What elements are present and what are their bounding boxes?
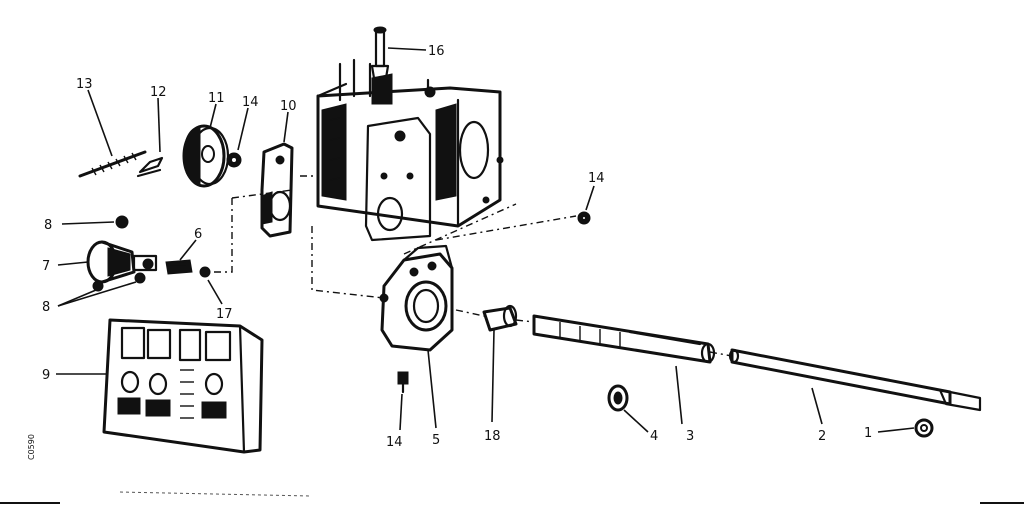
part-14-nut-top <box>226 152 242 168</box>
part-17-nut <box>199 266 211 278</box>
scan-edge-marks <box>0 491 1024 504</box>
part-16-terminal-screw <box>370 26 390 80</box>
label-part-4: 4 <box>650 429 658 444</box>
label-part-14-right: 14 <box>588 171 605 186</box>
part-5-mounting-bracket <box>379 244 454 352</box>
part-8-screw-top <box>115 215 129 229</box>
part-4-nut <box>607 384 629 412</box>
part-14-screw-right <box>577 211 591 225</box>
part-12-clip <box>136 156 164 178</box>
part-8-screws-lower <box>92 272 146 292</box>
part-1-washer <box>914 418 934 438</box>
part-10-bracket <box>260 142 294 238</box>
part-2-shaft <box>728 348 982 412</box>
label-part-5: 5 <box>432 433 440 448</box>
label-part-8-lower: 8 <box>42 300 50 315</box>
label-part-13: 13 <box>76 77 93 92</box>
part-14-screw-bottom <box>397 371 409 394</box>
part-7-knob <box>86 240 158 284</box>
part-labels: 13 12 11 14 10 16 8 7 8 6 17 9 14 14 5 1… <box>42 44 872 450</box>
label-part-14-bottom: 14 <box>386 435 403 450</box>
part-6-clip <box>165 259 193 275</box>
label-part-16: 16 <box>428 44 445 59</box>
label-part-10: 10 <box>280 99 297 114</box>
part-9-faceplate <box>102 318 264 454</box>
drawing-code: C0590 <box>27 434 36 460</box>
label-part-2: 2 <box>818 429 826 444</box>
leader-lines <box>56 47 915 433</box>
label-part-17: 17 <box>216 307 233 322</box>
label-part-12: 12 <box>150 85 167 100</box>
assembly-lines <box>210 175 733 357</box>
label-part-1: 1 <box>864 426 872 441</box>
label-part-11: 11 <box>208 91 225 106</box>
label-part-8-top: 8 <box>44 218 52 233</box>
switch-housing <box>316 58 504 242</box>
label-part-6: 6 <box>194 227 202 242</box>
label-part-3: 3 <box>686 429 694 444</box>
part-18-sleeve <box>482 304 518 332</box>
label-part-14-top: 14 <box>242 95 259 110</box>
part-3-shaft-tube <box>532 314 716 364</box>
part-11-wheel <box>182 124 230 188</box>
label-part-9: 9 <box>42 368 50 383</box>
label-part-18: 18 <box>484 429 501 444</box>
label-part-7: 7 <box>42 259 50 274</box>
part-13-spring <box>78 150 147 178</box>
